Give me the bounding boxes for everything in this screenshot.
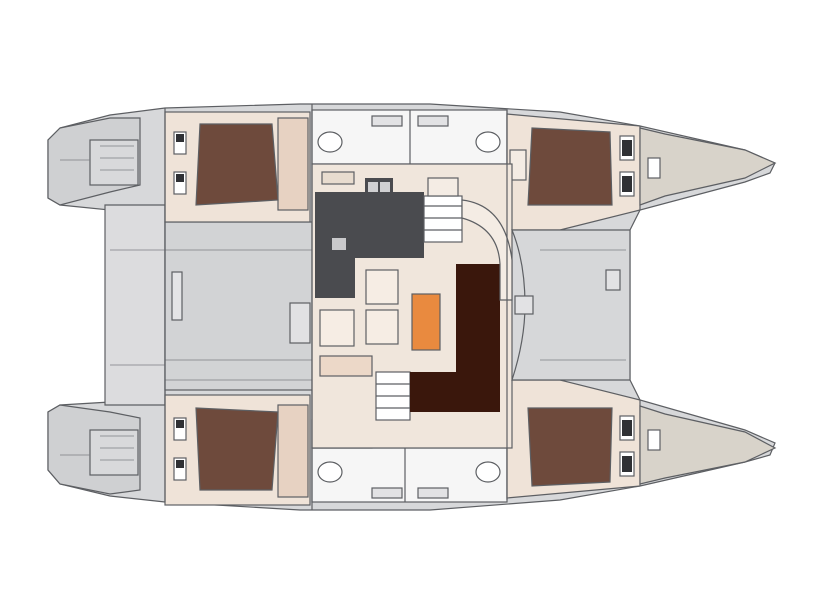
port-forward-bed	[527, 127, 613, 206]
dinette	[410, 264, 500, 412]
port-forward-cabin	[506, 113, 641, 231]
cockpit-table	[171, 271, 183, 321]
salon-table	[411, 293, 441, 351]
salon-seating	[319, 269, 399, 377]
port-heads	[311, 109, 508, 165]
starboard-forward-bed	[527, 407, 613, 487]
starboard-bow	[639, 405, 777, 485]
salon-stairs-aft	[423, 177, 463, 243]
salon-bulkhead-curve	[461, 199, 513, 301]
starboard-forward-cabin	[506, 379, 641, 499]
starboard-aft-cabin	[164, 394, 311, 506]
salon-stairs-forward	[375, 371, 411, 421]
cockpit-step	[289, 302, 311, 344]
port-aft-bed	[195, 123, 279, 206]
aft-cockpit	[104, 204, 166, 406]
galley	[315, 171, 424, 298]
port-aft-cabin	[164, 111, 311, 223]
starboard-aft-bed	[195, 407, 279, 491]
starboard-transom	[47, 404, 141, 495]
port-transom	[47, 117, 141, 206]
port-bow	[639, 127, 777, 206]
